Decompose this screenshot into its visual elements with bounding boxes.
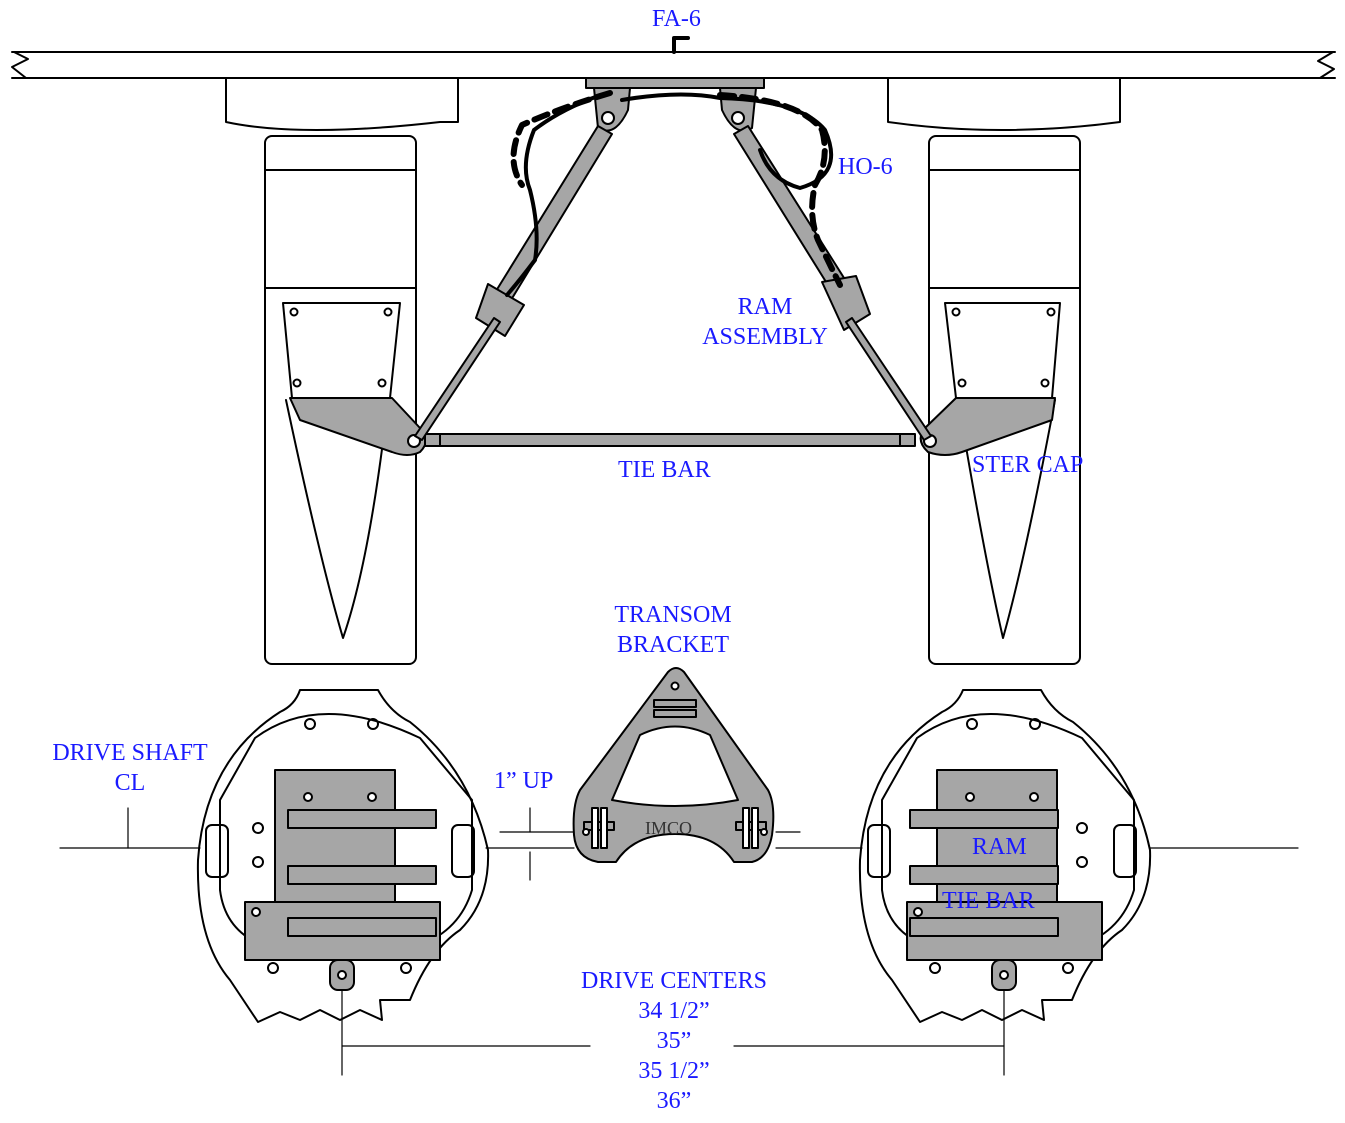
left-drive-stern	[196, 689, 490, 1023]
transom-beam	[11, 51, 1336, 79]
steer-cap-label: STER CAP	[972, 452, 1084, 478]
drive-shaft-cl-line2: CL	[114, 770, 146, 796]
drive-shaft-centerline	[59, 807, 1299, 881]
right-drive-stern	[858, 689, 1152, 1023]
imco-logo-text: IMCO	[645, 818, 693, 838]
ram-assembly-line2: ASSEMBLY	[702, 324, 828, 350]
ram-assembly-line1: RAM	[737, 294, 793, 320]
drive-centers-value-1: 34 1/2”	[638, 998, 710, 1024]
ho6-hoses	[505, 90, 843, 297]
transom-bracket-line2: BRACKET	[616, 632, 729, 658]
ram-label: RAM	[972, 834, 1027, 860]
ram-assembly-label: RAM ASSEMBLY	[690, 292, 840, 352]
tie-bar-label: TIE BAR	[618, 457, 711, 483]
transom-bracket	[572, 667, 775, 863]
drive-centers-label: DRIVE CENTERS 34 1/2” 35” 35 1/2” 36”	[560, 966, 788, 1116]
left-ram	[414, 125, 613, 441]
tie-bar-top	[424, 433, 916, 447]
drive-centers-value-2: 35”	[656, 1028, 692, 1054]
drive-shaft-cl-line1: DRIVE SHAFT	[52, 740, 208, 766]
right-ram	[733, 125, 932, 441]
fa6-fitting	[672, 36, 690, 54]
drive-centers-value-3: 35 1/2”	[638, 1058, 710, 1084]
transom-bracket-label: TRANSOM BRACKET	[598, 600, 748, 660]
drive-centers-dimension	[341, 989, 1005, 1076]
ho6-label: HO-6	[838, 154, 893, 180]
drive-shaft-cl-label: DRIVE SHAFT CL	[40, 738, 220, 798]
right-drive-top	[887, 77, 1121, 665]
steer-cap-arms	[289, 397, 1056, 456]
drive-centers-value-4: 36”	[656, 1088, 692, 1114]
one-inch-up-label: 1” UP	[494, 768, 554, 794]
tie-bar-right-label: TIE BAR	[942, 888, 1035, 914]
drive-centers-title: DRIVE CENTERS	[581, 968, 767, 994]
left-drive-top	[225, 77, 459, 665]
transom-bracket-line1: TRANSOM	[614, 602, 732, 628]
ram-mounting-plate	[585, 77, 765, 132]
fa6-label: FA-6	[652, 6, 701, 32]
